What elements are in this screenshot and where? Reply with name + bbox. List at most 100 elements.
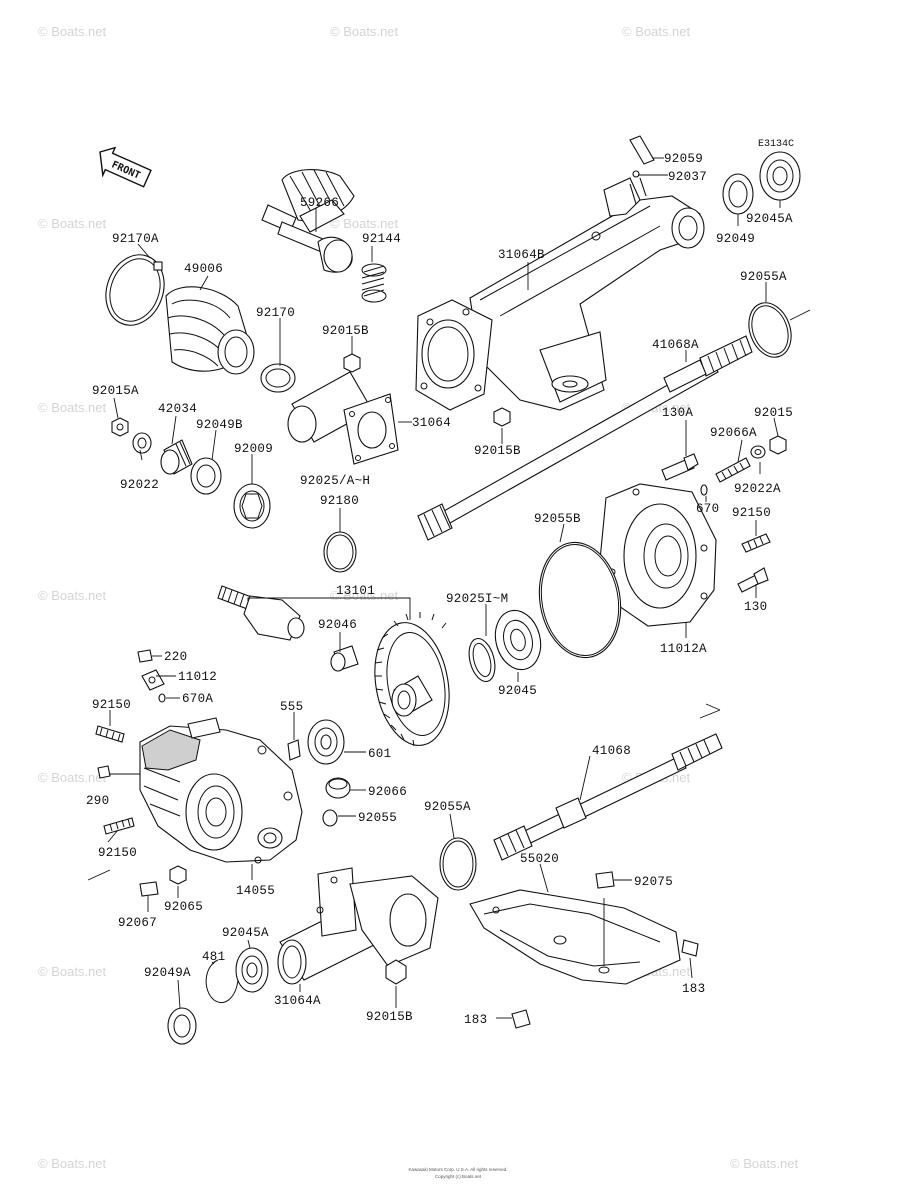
watermark: © Boats.net: [330, 588, 399, 603]
part-labels: 92059 92037 59266 92045A 92144 92049 921…: [86, 152, 793, 1027]
part-number-label: 92022A: [734, 482, 781, 496]
oil-seal: [722, 173, 754, 215]
axle-tube: [287, 371, 399, 465]
part-number-label: 92049A: [144, 966, 191, 980]
watermark: © Boats.net: [38, 588, 107, 603]
part-number-label: 92059: [664, 152, 703, 166]
part-number-label: 59266: [300, 196, 339, 210]
boot: [165, 286, 255, 375]
pinion-gear: [217, 585, 305, 641]
dowel-pin: [287, 739, 301, 761]
watermark: © Boats.net: [38, 964, 107, 979]
watermark: © Boats.net: [622, 24, 691, 39]
part-number-label: 670A: [182, 692, 213, 706]
part-number-label: 92049: [716, 232, 755, 246]
arrow-icon: [87, 869, 111, 881]
washer: [132, 432, 152, 454]
clamp: [260, 363, 296, 393]
part-number-label: 130A: [662, 406, 693, 420]
part-number-label: 183: [464, 1013, 487, 1027]
circlip: [205, 959, 239, 1003]
part-number-label: 92015B: [366, 1010, 413, 1024]
part-number-label: 92009: [234, 442, 273, 456]
oil-seal: [190, 457, 222, 495]
ring-gear: [374, 612, 450, 747]
part-number-label: 92066: [368, 785, 407, 799]
part-number-label: 92055B: [534, 512, 581, 526]
arrow-icon: [699, 703, 721, 719]
oil-seal: [167, 1007, 197, 1045]
part-number-label: 130: [744, 600, 767, 614]
axle-shaft: [417, 335, 753, 541]
bolt: [511, 1009, 531, 1029]
watermark: © Boats.net: [38, 216, 107, 231]
pin: [629, 135, 655, 178]
seal: [233, 483, 271, 529]
copyright-line: Copyright (c) Boats.net: [435, 1174, 482, 1179]
ball-bearing: [307, 719, 345, 765]
shim: [468, 637, 496, 683]
nut: [769, 435, 787, 455]
stud: [741, 533, 771, 553]
watermark: © Boats.net: [38, 1156, 107, 1171]
ball-bearing: [759, 151, 801, 201]
part-number-label: 92025/A~H: [300, 474, 370, 488]
watermark: © Boats.net: [330, 24, 399, 39]
drawing-code: E3134C: [758, 139, 794, 150]
part-number-label: 92025I~M: [446, 592, 508, 606]
part-number-label: 11012: [178, 670, 217, 684]
part-number-label: 92065: [164, 900, 203, 914]
front-arrow-icon: FRONT: [99, 146, 152, 188]
cap: [595, 871, 615, 889]
watermark: © Boats.net: [330, 216, 399, 231]
washer: [750, 445, 766, 459]
part-number-label: 92015: [754, 406, 793, 420]
part-number-label: 11012A: [660, 642, 707, 656]
part-number-label: 92150: [732, 506, 771, 520]
dowel-pin: [700, 484, 708, 496]
part-number-label: 31064A: [274, 994, 321, 1008]
part-number-label: 92045A: [746, 212, 793, 226]
clamp-band: [105, 254, 165, 326]
gear-case-cover: [599, 483, 717, 627]
leader-lines: [107, 157, 781, 1019]
part-number-label: 42034: [158, 402, 197, 416]
part-number-label: 92015B: [474, 444, 521, 458]
bolt: [681, 939, 699, 957]
stud: [715, 457, 751, 483]
plug: [97, 765, 111, 779]
final-gear-case: [139, 717, 303, 864]
o-ring: [323, 531, 357, 573]
o-ring: [538, 541, 622, 659]
o-ring: [748, 302, 792, 358]
watermark: © Boats.net: [38, 770, 107, 785]
ball-bearing: [235, 947, 269, 993]
watermark: © Boats.net: [730, 1156, 799, 1171]
part-number-label: 55020: [520, 852, 559, 866]
bolt: [737, 567, 769, 593]
part-number-label: 92015A: [92, 384, 139, 398]
part-number-label: 92022: [120, 478, 159, 492]
part-number-label: 92045A: [222, 926, 269, 940]
part-number-label: 555: [280, 700, 303, 714]
nut: [111, 417, 129, 437]
ball-bearing: [494, 609, 542, 671]
part-number-label: 14055: [236, 884, 275, 898]
part-number-label: 92150: [92, 698, 131, 712]
axle-housing: [415, 177, 705, 411]
part-number-label: 92037: [668, 170, 707, 184]
o-ring: [439, 837, 477, 891]
part-number-label: 220: [164, 650, 187, 664]
spring: [361, 263, 387, 303]
part-number-label: 49006: [184, 262, 223, 276]
copyright-line: Kawasaki Motors Corp. U.S.A. All rights …: [408, 1167, 507, 1172]
part-number-label: 92170A: [112, 232, 159, 246]
part-number-label: 92055A: [424, 800, 471, 814]
needle-bearing: [330, 645, 359, 672]
o-ring: [322, 809, 338, 827]
part-number-label: 92055A: [740, 270, 787, 284]
stud: [95, 725, 125, 743]
part-number-label: 92144: [362, 232, 401, 246]
breather-plug: [137, 649, 153, 663]
